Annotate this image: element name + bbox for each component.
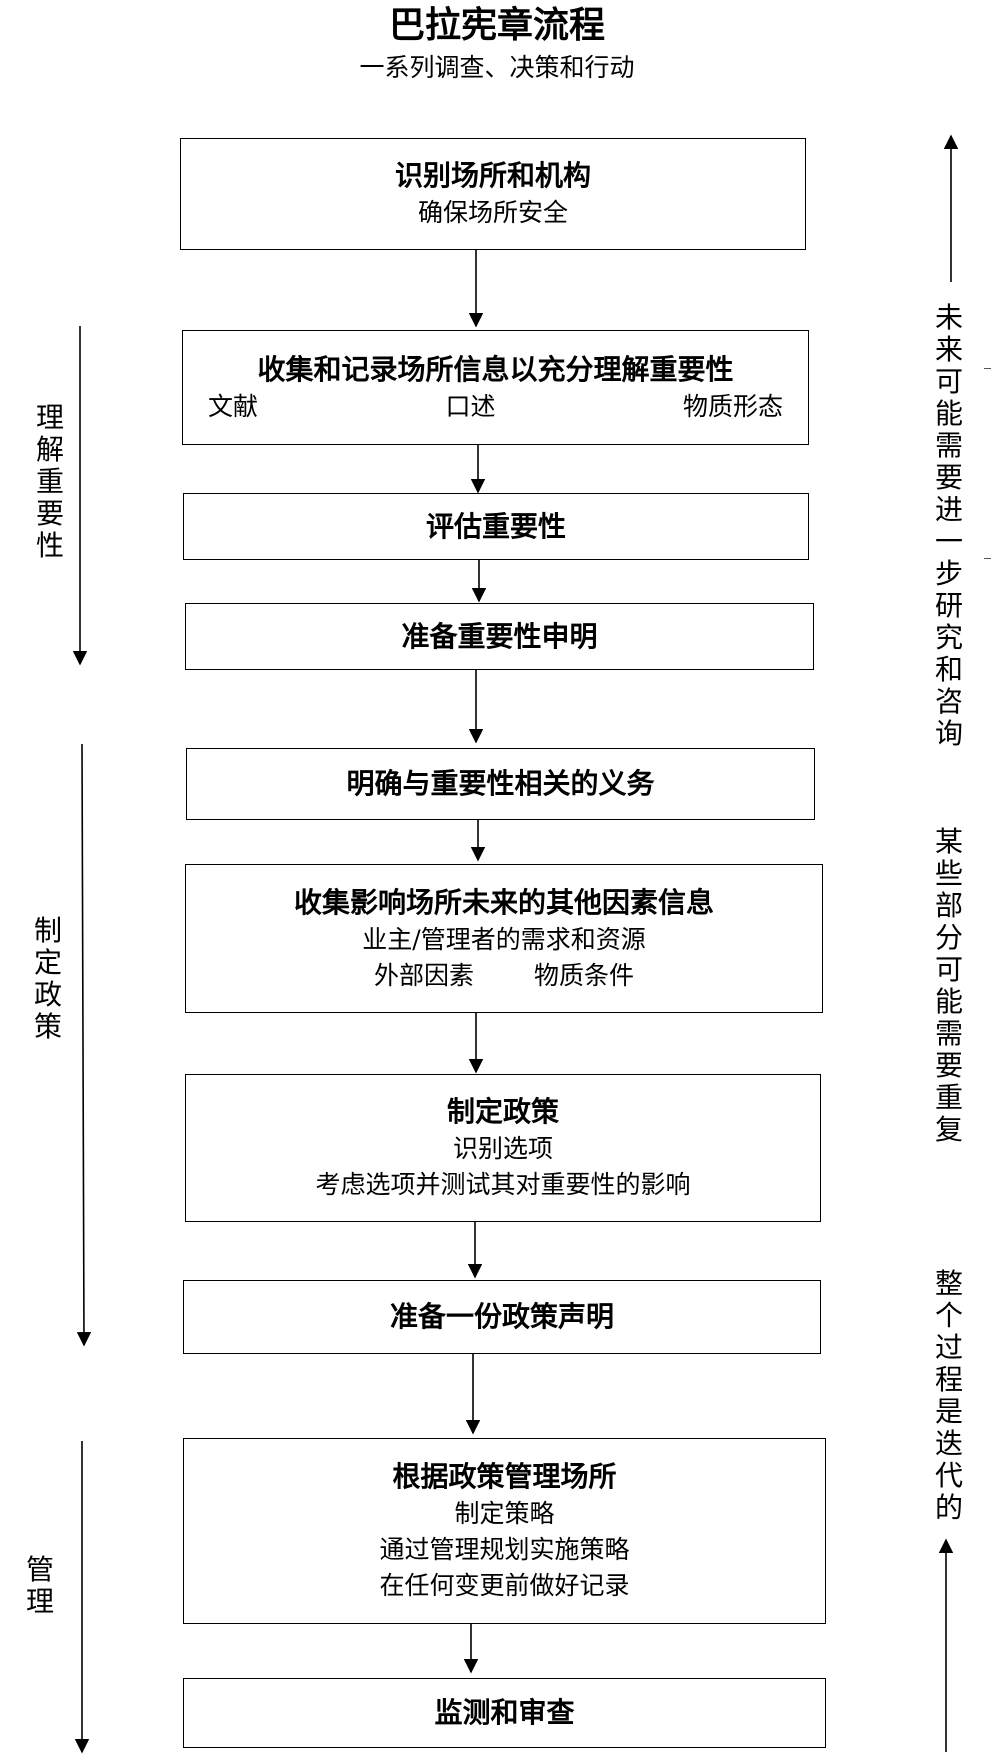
vertical-char: 能 (934, 397, 963, 430)
step-detail: 考虑选项并测试其对重要性的影响 (315, 1170, 691, 1199)
step-manage-place: 根据政策管理场所 制定策略 通过管理规划实施策略 在任何变更前做好记录 (183, 1438, 826, 1624)
vertical-char: 政 (33, 978, 62, 1011)
step-heading: 制定政策 (446, 1095, 559, 1128)
step-detail: 物质条件 (534, 960, 635, 990)
step-gather-record: 收集和记录场所信息以充分理解重要性 文献 口述 物质形态 (182, 330, 809, 445)
vertical-char: 迭 (934, 1427, 963, 1460)
vertical-char: 进 (934, 493, 963, 526)
vertical-char: 个 (934, 1299, 963, 1332)
phase-arrow-policy (76, 743, 92, 1347)
step-identify-place: 识别场所和机构 确保场所安全 (180, 138, 806, 250)
vertical-char: 究 (934, 621, 963, 654)
vertical-char: 询 (934, 717, 963, 750)
step-detail: 物质形态 (682, 391, 783, 421)
step-detail: 在任何变更前做好记录 (379, 1571, 630, 1600)
vertical-char: 管 (25, 1553, 54, 1586)
step-heading: 明确与重要性相关的义务 (346, 767, 655, 800)
step-heading: 监测和审查 (434, 1696, 575, 1729)
step-monitor-review: 监测和审查 (183, 1678, 826, 1748)
tick-mark (984, 368, 991, 369)
step-heading: 根据政策管理场所 (392, 1460, 617, 1493)
vertical-char: 理 (35, 401, 64, 434)
vertical-char: 定 (33, 946, 62, 979)
step-policy-statement: 准备一份政策声明 (183, 1280, 821, 1354)
vertical-char: 重 (934, 1081, 963, 1114)
step-detail: 业主/管理者的需求和资源 (362, 924, 646, 954)
vertical-char: 可 (934, 953, 963, 986)
vertical-char: 未 (934, 301, 963, 334)
vertical-char: 能 (934, 985, 963, 1018)
vertical-char: 性 (35, 529, 64, 562)
step-heading: 评估重要性 (425, 509, 566, 543)
step-identify-obligations: 明确与重要性相关的义务 (186, 748, 815, 820)
vertical-char: 解 (35, 433, 64, 466)
vertical-char: 代 (934, 1459, 963, 1492)
step-develop-policy: 制定政策 识别选项 考虑选项并测试其对重要性的影响 (185, 1074, 821, 1222)
vertical-char: 需 (934, 429, 963, 462)
vertical-char: 要 (934, 1049, 963, 1082)
step-heading: 准备一份政策声明 (389, 1300, 614, 1333)
step-heading: 准备重要性申明 (401, 619, 598, 653)
step-detail: 制定策略 (454, 1499, 555, 1528)
vertical-char: 可 (934, 365, 963, 398)
step-detail: 外部因素 (373, 960, 474, 990)
vertical-char: 研 (934, 589, 963, 622)
side-note-further-research: 未来可能需要进一步研究和咨询 (933, 302, 965, 750)
vertical-char: 一 (934, 525, 963, 558)
vertical-char: 要 (934, 461, 963, 494)
vertical-char: 些 (934, 857, 963, 890)
step-heading: 收集影响场所未来的其他因素信息 (293, 885, 714, 919)
vertical-char: 和 (934, 653, 963, 686)
side-note-repeat: 某些部分可能需要重复 (933, 826, 965, 1146)
phase-label-policy: 制定政策 (32, 915, 64, 1043)
step-statement-significance: 准备重要性申明 (185, 603, 814, 670)
vertical-char: 需 (934, 1017, 963, 1050)
vertical-char: 某 (934, 825, 963, 858)
vertical-char: 咨 (934, 685, 963, 718)
phase-label-manage: 管理 (24, 1554, 56, 1618)
vertical-char: 制 (33, 914, 62, 947)
vertical-char: 来 (934, 333, 963, 366)
vertical-char: 重 (35, 465, 64, 498)
step-heading: 收集和记录场所信息以充分理解重要性 (257, 352, 734, 386)
diagram-title: 巴拉宪章流程 (388, 4, 605, 46)
diagram-subtitle: 一系列调查、决策和行动 (359, 53, 635, 82)
vertical-char: 程 (934, 1363, 963, 1396)
vertical-char: 的 (934, 1491, 963, 1524)
tick-mark (984, 558, 991, 559)
side-note-iterative: 整个过程是迭代的 (933, 1268, 965, 1524)
vertical-char: 复 (934, 1113, 963, 1146)
vertical-char: 分 (934, 921, 963, 954)
step-detail: 识别选项 (452, 1134, 553, 1163)
vertical-char: 过 (934, 1331, 963, 1364)
vertical-char: 步 (934, 557, 963, 590)
step-detail: 文献 (208, 391, 259, 421)
step-detail: 通过管理规划实施策略 (379, 1535, 630, 1564)
step-detail: 口述 (445, 391, 496, 421)
step-assess-significance: 评估重要性 (183, 493, 809, 560)
vertical-char: 是 (934, 1395, 963, 1428)
vertical-char: 要 (35, 497, 64, 530)
step-gather-other-factors: 收集影响场所未来的其他因素信息 业主/管理者的需求和资源 外部因素 物质条件 (185, 864, 823, 1013)
vertical-char: 理 (25, 1585, 54, 1618)
vertical-char: 策 (33, 1010, 62, 1043)
vertical-char: 整 (934, 1267, 963, 1300)
phase-label-understand: 理解重要性 (34, 402, 66, 562)
step-detail: 确保场所安全 (417, 198, 568, 227)
vertical-char: 部 (934, 889, 963, 922)
step-heading: 识别场所和机构 (394, 159, 591, 192)
